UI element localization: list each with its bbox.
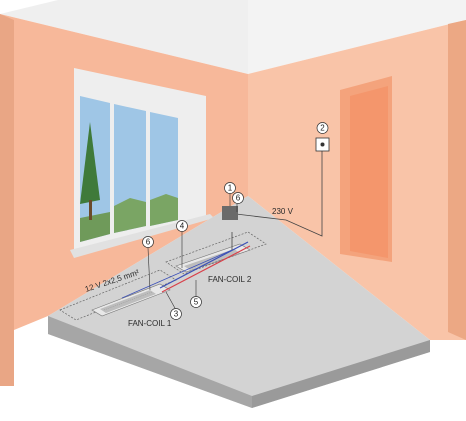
svg-text:3: 3 [174, 310, 179, 319]
floor-edge-right [252, 340, 430, 408]
left-wall-edge [0, 14, 14, 386]
junction-box [222, 206, 238, 220]
callout-5: 5 [190, 296, 202, 308]
label-fan-coil-1: FAN-COIL 1 [128, 319, 172, 328]
socket-icon [320, 142, 325, 147]
window-panes [80, 96, 178, 242]
fan-coil-2-outline [165, 231, 267, 275]
callout-6-right: 6 [232, 192, 244, 204]
cables [121, 150, 323, 299]
door [350, 86, 388, 258]
svg-text:5: 5 [194, 298, 199, 307]
callout-1: 1 [224, 182, 236, 194]
svg-text:2: 2 [320, 124, 325, 133]
callout-6-left: 6 [142, 236, 154, 248]
callout-4: 4 [176, 220, 188, 232]
svg-text:1: 1 [228, 184, 233, 193]
ceiling-band [0, 0, 248, 74]
label-fan-coil-2: FAN-COIL 2 [208, 275, 252, 284]
right-wall-edge [448, 20, 466, 340]
label-230v: 230 V [272, 207, 294, 216]
callout-3: 3 [170, 308, 182, 320]
callout-2: 2 [316, 122, 329, 134]
svg-text:6: 6 [146, 238, 151, 247]
svg-text:6: 6 [236, 194, 241, 203]
fan-coil-1-unit [91, 283, 171, 317]
ceiling-band-right [248, 0, 466, 74]
floor-edge-left [48, 316, 252, 408]
svg-text:4: 4 [180, 222, 185, 231]
